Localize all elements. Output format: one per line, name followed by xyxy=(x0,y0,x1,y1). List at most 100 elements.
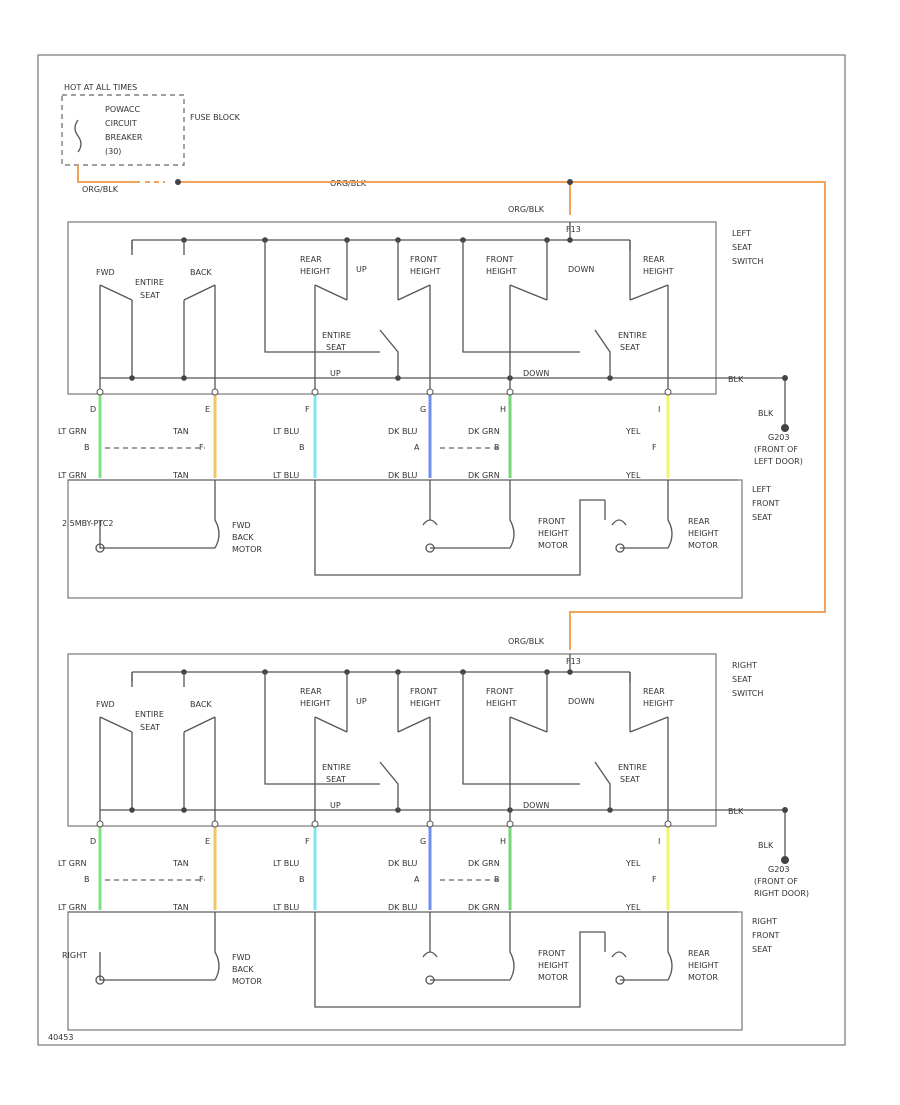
seat-title-line-2: FRONT xyxy=(752,499,779,508)
down-label: DOWN xyxy=(568,265,594,274)
down-label: DOWN xyxy=(568,697,594,706)
ground-wire-label: BLK xyxy=(728,375,744,384)
up-contacts xyxy=(314,716,431,733)
fwd-back-verticals xyxy=(99,285,216,392)
fuse-wire-label-main: ORG/BLK xyxy=(330,179,367,188)
ground-loc-3: LEFT DOOR) xyxy=(754,457,803,466)
down-front-height-2: HEIGHT xyxy=(486,267,517,276)
down-feed xyxy=(546,672,631,732)
ground-loc-2: (FRONT OF xyxy=(754,445,798,454)
wire-color-label-bottom: LT BLU xyxy=(273,471,299,480)
fuse-block-label: FUSE BLOCK xyxy=(190,113,241,122)
entire-seat-down-2: SEAT xyxy=(620,775,640,784)
rear-height-motor-3: MOTOR xyxy=(688,973,718,982)
front-height-motor-arc xyxy=(422,951,438,958)
down-bus-line xyxy=(462,240,580,353)
wire-color-label-bottom: TAN xyxy=(172,903,189,912)
wire-color-label-bottom: DK GRN xyxy=(468,471,500,480)
wire-color-label: DK BLU xyxy=(388,427,417,436)
wire-pin-top: I xyxy=(658,405,660,414)
rear-height-motor-3: MOTOR xyxy=(688,541,718,550)
motor-symbol xyxy=(95,543,105,553)
entire-seat-up-1: ENTIRE xyxy=(322,331,351,340)
connector-pin xyxy=(211,820,219,828)
rear-height-motor-arc xyxy=(611,951,627,958)
fwd-back-motor-1: FWD xyxy=(232,953,251,962)
wire-pin-top: D xyxy=(90,837,96,846)
seat-title-line-1: LEFT xyxy=(752,485,771,494)
ground-splice xyxy=(782,807,788,813)
down-feed xyxy=(546,240,631,300)
wire-pin-mid: F xyxy=(652,443,657,452)
bus-node xyxy=(567,237,573,243)
front-height-motor-2: HEIGHT xyxy=(538,961,569,970)
down-front-height-1: FRONT xyxy=(486,687,513,696)
bus-node xyxy=(567,669,573,675)
front-height-motor-1: FRONT xyxy=(538,517,565,526)
seat-switch-box xyxy=(67,221,717,395)
diagram-border xyxy=(37,54,846,1046)
wire-pin-mid: A xyxy=(414,875,420,884)
wire-color-label: LT BLU xyxy=(273,427,299,436)
rear-height-motor-2: HEIGHT xyxy=(688,529,719,538)
connector-pin xyxy=(96,820,104,828)
wire-color-label-bottom: DK BLU xyxy=(388,903,417,912)
up-bus-line xyxy=(264,672,380,785)
down-bus-line xyxy=(462,672,580,785)
switch-fuse-id: F13 xyxy=(566,657,581,666)
entire-label: ENTIRE xyxy=(135,278,164,287)
front-height-motor-3: MOTOR xyxy=(538,973,568,982)
entire-down-contact xyxy=(594,329,611,378)
down-front-height-2: HEIGHT xyxy=(486,699,517,708)
feed-segment-a xyxy=(77,165,140,183)
front-height-motor-1: FRONT xyxy=(538,949,565,958)
connector-pin xyxy=(506,820,514,828)
up-label: UP xyxy=(356,697,367,706)
splice-dot xyxy=(175,179,181,185)
seat-label: SEAT xyxy=(140,723,160,732)
wire-pin-top: H xyxy=(500,837,506,846)
up-front-height-1: FRONT xyxy=(410,255,437,264)
entire-up-contact xyxy=(379,761,399,810)
fwd-label: FWD xyxy=(96,268,115,277)
wire-color-label-bottom: LT BLU xyxy=(273,903,299,912)
wire-pin-top: I xyxy=(658,837,660,846)
wire-color-label: TAN xyxy=(172,859,189,868)
entire-up-contact xyxy=(379,329,399,378)
ground-wire2-label: BLK xyxy=(758,841,774,850)
rear-height-motor-arc xyxy=(611,519,627,526)
down-rear-height-2: HEIGHT xyxy=(643,267,674,276)
back-label: BACK xyxy=(190,700,212,709)
wire-color-label: LT GRN xyxy=(58,859,87,868)
connector-pin xyxy=(311,388,319,396)
wire-pin-top: G xyxy=(420,837,426,846)
wire-color-label: DK BLU xyxy=(388,859,417,868)
entire-down-contact xyxy=(594,761,611,810)
wire-pin-mid: B xyxy=(84,443,90,452)
fwd-back-motor-wiring xyxy=(99,480,220,549)
motor-symbol xyxy=(425,975,435,985)
entire-seat-down-1: ENTIRE xyxy=(618,331,647,340)
breaker-line-4: (30) xyxy=(105,147,121,156)
down-rear-height-2: HEIGHT xyxy=(643,699,674,708)
wire-pin-mid: B xyxy=(299,875,305,884)
breaker-line-3: BREAKER xyxy=(105,133,143,142)
entire-seat-up-1: ENTIRE xyxy=(322,763,351,772)
fwd-back-feed xyxy=(131,672,185,687)
fwd-back-motor-3: MOTOR xyxy=(232,545,262,554)
fwd-back-contacts xyxy=(99,284,216,301)
up-contacts xyxy=(314,284,431,301)
wire-color-label-bottom: LT GRN xyxy=(58,471,87,480)
up-rear-height-1: REAR xyxy=(300,687,322,696)
ground-point xyxy=(781,424,789,432)
wire-color-label-bottom: DK GRN xyxy=(468,903,500,912)
fwd-label: FWD xyxy=(96,700,115,709)
down-rear-height-1: REAR xyxy=(643,255,665,264)
motor-symbol xyxy=(615,543,625,553)
up-front-height-2: HEIGHT xyxy=(410,267,441,276)
switch-bus-drop xyxy=(131,240,631,250)
switch-feed-label: ORG/BLK xyxy=(508,205,545,214)
ptc-label: RIGHT xyxy=(62,951,87,960)
